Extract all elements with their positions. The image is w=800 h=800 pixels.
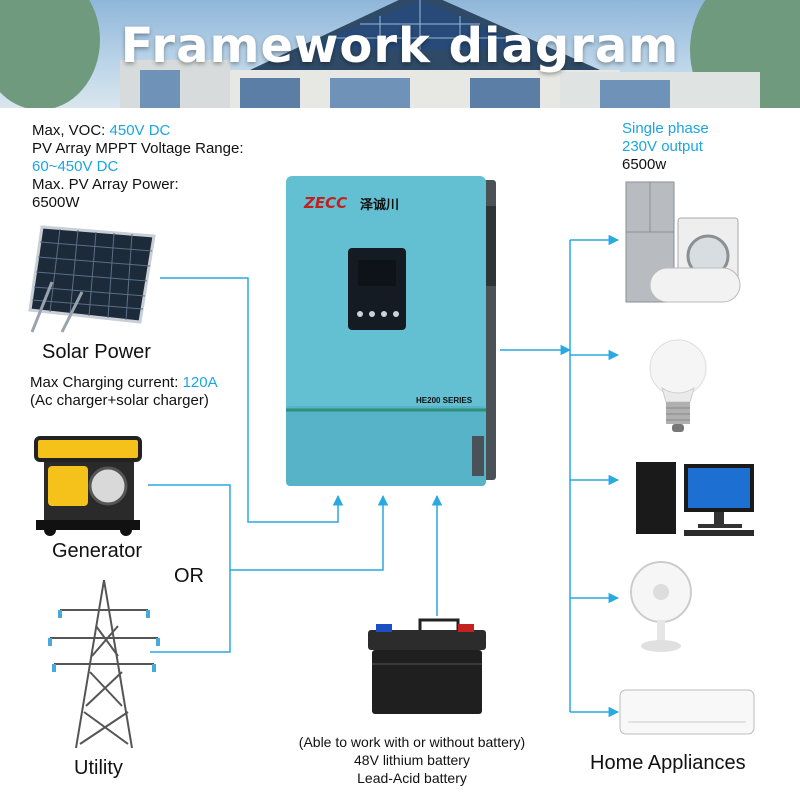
solar-panel-icon — [28, 225, 156, 333]
inverter-brand-logo: ZECC — [304, 194, 348, 212]
battery-icon — [368, 618, 486, 714]
charging-value: 120A — [182, 374, 218, 391]
air-conditioner-icon — [619, 689, 755, 735]
home-appliances-label: Home Appliances — [590, 752, 746, 774]
inverter-brand-cn: 泽诚川 — [360, 197, 400, 212]
generator-icon — [34, 436, 142, 536]
pv-max-power-value: 6500W — [32, 194, 80, 211]
generator-label: Generator — [52, 540, 143, 562]
house-background-illustration — [0, 0, 800, 108]
battery-note: (Able to work with or without battery) — [298, 734, 526, 750]
output-power: 6500w — [622, 156, 667, 173]
page-title: Framework diagram — [120, 18, 680, 74]
grid-to-inverter-line — [148, 484, 389, 571]
inverter-series: HE200 SERIES — [416, 396, 473, 405]
fridge-washer-heater-icon — [625, 181, 741, 303]
light-bulb-icon — [649, 339, 707, 432]
charging-note: (Ac charger+solar charger) — [30, 392, 209, 409]
desktop-computer-icon — [636, 462, 754, 536]
battery-type-lead-acid: Lead-Acid battery — [357, 770, 467, 786]
charging-label: Max Charging current: — [30, 374, 183, 391]
pv-max-power-label: Max. PV Array Power: — [32, 176, 179, 193]
solar-to-inverter-line — [160, 277, 344, 523]
max-charging-current: Max Charging current: 120A — [30, 374, 218, 392]
utility-tower-icon — [48, 579, 160, 749]
output-voltage: 230V output — [622, 138, 703, 155]
pv-voc-value: 450V DC — [109, 122, 171, 139]
fan-icon — [630, 561, 692, 652]
pv-mppt-label: PV Array MPPT Voltage Range: — [32, 140, 244, 157]
output-phase: Single phase — [622, 120, 709, 137]
pv-voc-label: Max, VOC: — [32, 122, 110, 139]
inverter-unit: ZECC 泽诚川 HE200 SERIES — [286, 176, 498, 490]
pv-mppt-value: 60~450V DC — [32, 158, 119, 175]
battery-type-lithium: 48V lithium battery — [354, 752, 470, 768]
pv-voc-spec: Max, VOC: 450V DC — [32, 122, 170, 140]
inverter-body — [286, 176, 496, 486]
solar-power-label: Solar Power — [42, 341, 151, 363]
utility-label: Utility — [74, 757, 123, 779]
or-label: OR — [174, 565, 204, 587]
utility-to-grid-line — [150, 570, 231, 653]
header-banner: Framework diagram — [0, 0, 800, 108]
